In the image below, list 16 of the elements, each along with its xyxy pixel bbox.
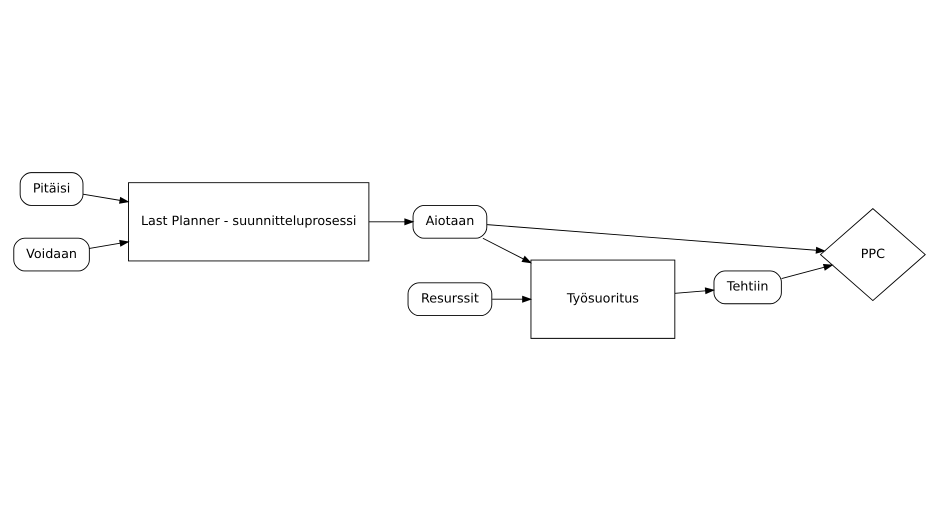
node-box: Työsuoritus (530, 259, 676, 338)
arrow (492, 295, 532, 302)
node-box: Voidaan (13, 237, 90, 271)
arrow (368, 218, 414, 225)
node-box: Pitäisi (20, 172, 84, 206)
arrow (82, 193, 130, 204)
node-box: Aiotaan (412, 204, 488, 238)
arrow (486, 224, 826, 254)
arrow (89, 239, 130, 248)
node-box: Last Planner - suunnitteluprosessi (128, 182, 370, 261)
node-diamond: PPC (820, 208, 926, 301)
arrow (674, 286, 716, 294)
node-box: Resurssit (408, 282, 492, 316)
arrow (482, 237, 532, 263)
arrow (781, 263, 834, 279)
node-box: Tehtiin (714, 270, 782, 304)
